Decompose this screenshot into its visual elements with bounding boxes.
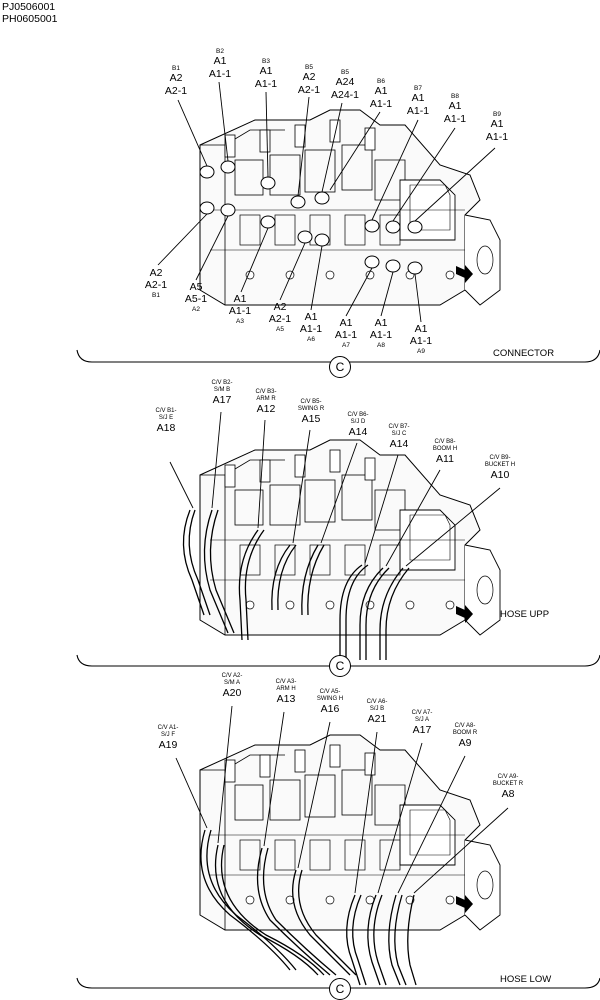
part-code-1: PJ0506001 <box>2 1 56 13</box>
connector-marker: C <box>329 356 351 378</box>
hose-upp-label: HOSE UPP <box>500 609 550 620</box>
hose-low-panel <box>76 705 600 989</box>
connector-label: CONNECTOR <box>493 348 555 359</box>
hose-upp-panel <box>76 411 600 667</box>
hose-low-marker: C <box>329 978 351 1000</box>
hose-low-label: HOSE LOW <box>500 974 552 985</box>
part-code-2: PH0605001 <box>2 13 58 25</box>
hose-upp-marker: C <box>329 655 351 677</box>
connector-panel <box>76 81 600 363</box>
